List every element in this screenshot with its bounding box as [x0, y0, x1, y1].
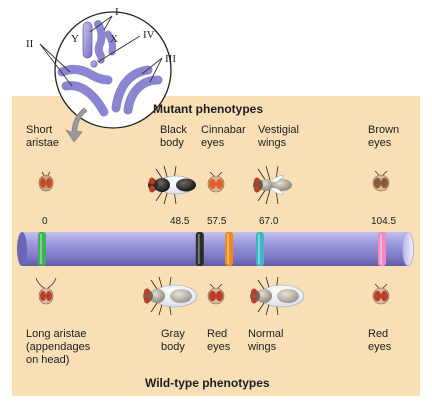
label-long-aristae-line2: (appendages	[26, 341, 91, 353]
fly-head-short-aristae	[38, 171, 54, 192]
label-gray-body: Gray body	[161, 328, 185, 354]
karyotype-circle	[39, 11, 172, 129]
label-long-aristae: Long aristae (appendages on head)	[26, 328, 90, 367]
label-vestigial-wings-line2: wings	[258, 137, 287, 149]
fly-gray-body	[143, 276, 198, 316]
fly-head-long-aristae	[35, 277, 57, 305]
label-red-eyes-2-line1: Red	[368, 328, 389, 340]
locus-band-highlight-4	[380, 234, 382, 264]
label-red-eyes-line1: Red	[207, 328, 228, 340]
label-short-aristae-line1: Short	[26, 124, 53, 136]
locus-position-0: 0	[42, 216, 48, 227]
label-cinnabar-eyes-line2: eyes	[201, 137, 225, 149]
locus-band-highlight-3	[257, 234, 260, 264]
locus-band-2	[225, 232, 234, 266]
locus-band-4	[378, 232, 386, 266]
fly-vestigial-wings	[253, 165, 292, 205]
label-normal-wings: Normal wings	[248, 328, 283, 354]
heading-wild-type-phenotypes: Wild-type phenotypes	[145, 376, 270, 390]
locus-band-highlight-0	[40, 234, 42, 264]
label-black-body-line1: Black	[160, 124, 187, 136]
locus-bands	[38, 232, 386, 266]
label-long-aristae-line3: on head)	[26, 354, 70, 366]
fly-head-red-eyes-2	[372, 283, 390, 305]
locus-band-highlight-2	[227, 234, 230, 264]
locus-band-1	[195, 232, 204, 266]
label-short-aristae-line2: aristae	[26, 137, 60, 149]
fly-normal-wings	[250, 276, 305, 316]
label-short-aristae: Short aristae	[26, 124, 59, 150]
fly-head-red-eyes	[207, 283, 225, 305]
label-red-eyes: Red eyes	[207, 328, 230, 354]
label-red-eyes-2-line2: eyes	[368, 341, 392, 353]
label-gray-body-line2: body	[161, 341, 185, 353]
label-black-body-line2: body	[160, 137, 184, 149]
label-red-eyes-2: Red eyes	[368, 328, 391, 354]
label-red-eyes-line2: eyes	[207, 341, 231, 353]
label-brown-eyes-line2: eyes	[368, 137, 392, 149]
locus-position-57-5: 57.5	[207, 216, 227, 227]
label-chromosome-ii: II	[26, 38, 34, 50]
label-chromosome-y: Y	[71, 33, 79, 45]
locus-position-67-0: 67.0	[259, 216, 279, 227]
label-cinnabar-eyes: Cinnabar eyes	[201, 124, 246, 150]
locus-position-48-5: 48.5	[170, 216, 190, 227]
label-normal-wings-line1: Normal	[248, 328, 284, 340]
zoom-arrow-icon	[65, 107, 88, 143]
label-brown-eyes: Brown eyes	[368, 124, 399, 150]
label-gray-body-line1: Gray	[161, 328, 185, 340]
label-chromosome-iv: IV	[143, 29, 155, 41]
label-vestigial-wings: Vestigial wings	[258, 124, 299, 150]
fly-black-body	[148, 165, 196, 205]
label-chromosome-x: X	[110, 33, 118, 45]
label-brown-eyes-line1: Brown	[368, 124, 400, 136]
label-black-body: Black body	[160, 124, 187, 150]
chromosome-bar	[17, 231, 414, 267]
label-chromosome-iii: III	[165, 53, 176, 65]
locus-band-0	[38, 232, 46, 266]
label-chromosome-i: I	[115, 6, 119, 18]
locus-band-3	[255, 232, 264, 266]
heading-mutant-phenotypes: Mutant phenotypes	[153, 102, 263, 116]
label-long-aristae-line1: Long aristae	[26, 328, 87, 340]
locus-band-highlight-1	[197, 234, 200, 264]
locus-position-104-5: 104.5	[371, 216, 397, 227]
label-vestigial-wings-line1: Vestigial	[258, 124, 299, 136]
fly-head-brown-eyes	[372, 170, 390, 192]
label-normal-wings-line2: wings	[248, 341, 277, 353]
fly-head-cinnabar-eyes	[207, 171, 225, 193]
label-cinnabar-eyes-line1: Cinnabar	[201, 124, 246, 136]
